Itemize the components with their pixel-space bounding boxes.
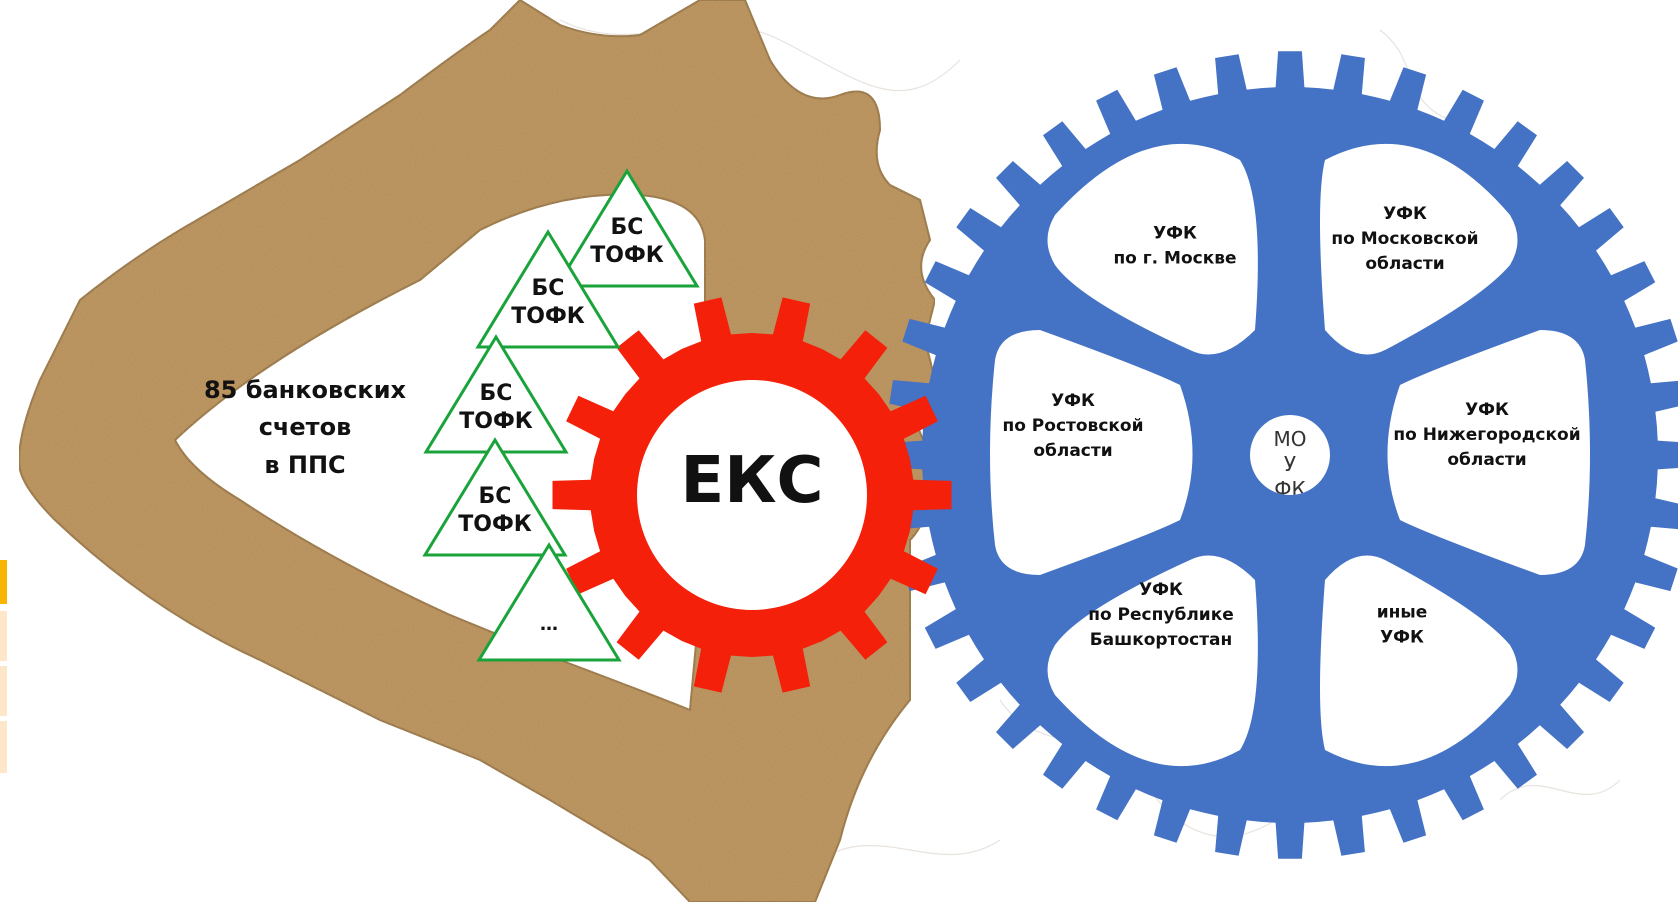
- segment-label-line: по Нижегородской: [1393, 425, 1580, 445]
- segment-label-3: УФК по Нижегородской области: [1393, 400, 1580, 470]
- segment-label-6: УФК по Ростовской области: [1002, 391, 1143, 461]
- segment-label-line: области: [1033, 441, 1112, 461]
- accounts-label-line-2: счетов: [259, 413, 352, 441]
- hub-label-line-3: ФК: [1274, 477, 1305, 501]
- segment-label-line: УФК: [1380, 628, 1424, 648]
- triangle-label-line-2: ТОФК: [458, 512, 532, 537]
- hub-label: МО У ФК: [1274, 427, 1307, 501]
- triangle-label-line-1: БС: [611, 215, 644, 240]
- triangle-shape: [475, 229, 621, 349]
- segment-label-line: УФК: [1153, 224, 1197, 244]
- accounts-label-line-3: в ППС: [264, 451, 345, 479]
- blue-gear: [886, 51, 1678, 859]
- treasury-account-triangle: БС ТОФК: [423, 334, 569, 454]
- blue-gear-hub: [1250, 415, 1330, 495]
- treasury-account-triangle: БС ТОФК: [422, 437, 568, 557]
- triangle-label-line-1: БС: [532, 276, 565, 301]
- segment-label-line: по Ростовской: [1002, 416, 1143, 436]
- triangle-label-line-1: …: [540, 614, 558, 635]
- triangle-label-line-2: ТОФК: [590, 243, 664, 268]
- segment-label-2: УФК по Московской области: [1331, 204, 1478, 274]
- hub-label-line-2: У: [1284, 452, 1296, 476]
- blue-gear-window-4: [1320, 555, 1518, 767]
- segment-label-line: УФК: [1383, 204, 1427, 224]
- sidebar-tab-1[interactable]: [0, 560, 7, 604]
- sidebar-tab-4[interactable]: [0, 721, 7, 773]
- triangle-shape: [554, 168, 700, 288]
- triangle-shape: [422, 437, 568, 557]
- triangle-shape: [476, 542, 622, 662]
- triangle-label-line-2: ТОФК: [511, 304, 585, 329]
- triangle-label-line-1: БС: [479, 484, 512, 509]
- segment-label-line: иные: [1377, 603, 1428, 623]
- blue-gear-window-3: [1387, 330, 1590, 575]
- red-gear: [552, 297, 952, 693]
- hub-label-line-1: МО: [1274, 427, 1307, 451]
- accounts-label-line-1: 85 банковских: [204, 376, 407, 404]
- blue-gear-window-6: [990, 330, 1193, 575]
- blue-gear-window-2: [1320, 143, 1518, 355]
- sidebar-tab-2[interactable]: [0, 611, 7, 661]
- segment-label-line: области: [1447, 450, 1526, 470]
- treasury-account-triangle: БС ТОФК: [554, 168, 700, 288]
- treasury-account-triangle: БС ТОФК: [475, 229, 621, 349]
- segment-label-line: области: [1365, 254, 1444, 274]
- segment-label-line: по г. Москве: [1113, 249, 1236, 269]
- segment-label-line: по Республике: [1088, 605, 1234, 625]
- treasury-accounts-stack: БС ТОФК БС ТОФК БС ТОФК БС ТОФК …: [422, 168, 700, 662]
- segment-label-line: УФК: [1051, 391, 1095, 411]
- blue-gear-window-5: [1047, 555, 1258, 767]
- segment-label-line: УФК: [1139, 580, 1183, 600]
- segment-label-line: по Московской: [1331, 229, 1478, 249]
- triangle-label-line-1: БС: [480, 381, 513, 406]
- red-gear-center: [637, 380, 867, 610]
- blue-gear-window-1: [1047, 143, 1258, 355]
- accounts-label: 85 банковских счетов в ППС: [204, 376, 407, 479]
- segment-label-line: УФК: [1465, 400, 1509, 420]
- triangle-label-line-2: ТОФК: [459, 409, 533, 434]
- segment-label-line: Башкортостан: [1090, 630, 1233, 650]
- eks-label: ЕКС: [681, 444, 824, 518]
- segment-label-1: УФК по г. Москве: [1113, 224, 1236, 269]
- sidebar-tab-3[interactable]: [0, 666, 7, 716]
- treasury-account-triangle: …: [476, 542, 622, 662]
